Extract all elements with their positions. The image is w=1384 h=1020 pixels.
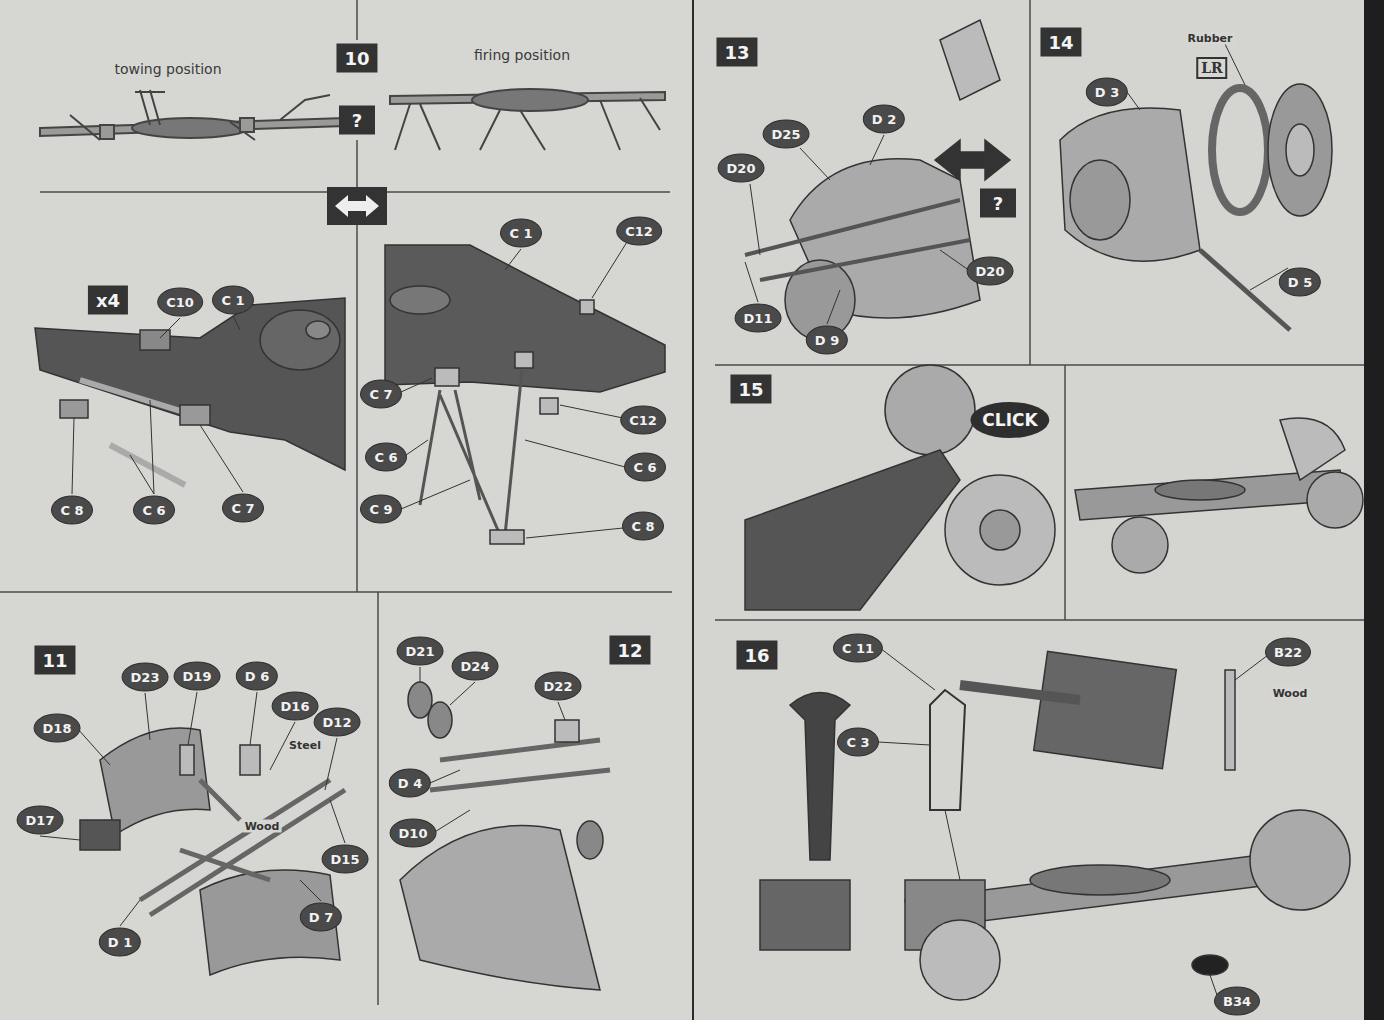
background-strip — [1364, 0, 1384, 1020]
part-callout: D11 — [735, 304, 782, 333]
step-number: 16 — [736, 641, 777, 670]
step-number: ? — [980, 189, 1016, 218]
part-callout: B34 — [1214, 987, 1260, 1016]
part-callout: D19 — [174, 662, 221, 691]
part-callout: D12 — [314, 708, 361, 737]
leader-lines — [878, 648, 1268, 995]
part-callout: D22 — [535, 672, 582, 701]
part-callout: C12 — [616, 217, 662, 246]
left-sheet — [0, 0, 692, 1020]
part-callout: D10 — [390, 819, 437, 848]
part-callout: D 5 — [1279, 268, 1321, 297]
part-callout: C 8 — [51, 496, 93, 525]
part-callout: C 11 — [833, 634, 883, 663]
part-callout: D 3 — [1086, 78, 1128, 107]
part-callout: C 1 — [500, 219, 542, 248]
trail-arm — [35, 298, 345, 485]
vehicle-wheels — [1060, 84, 1332, 330]
part-callout: D20 — [967, 257, 1014, 286]
swap-icon — [327, 187, 387, 225]
part-callout: D15 — [322, 845, 369, 874]
part-callout: D21 — [397, 637, 444, 666]
step-number: 10 — [336, 44, 377, 73]
leader-lines — [745, 135, 970, 324]
part-callout: B22 — [1265, 638, 1311, 667]
material-note: Wood — [1271, 687, 1310, 700]
part-callout: C 7 — [222, 494, 264, 523]
part-callout: C10 — [157, 288, 203, 317]
click-assembly — [745, 365, 1055, 610]
part-callout: D24 — [452, 652, 499, 681]
assembled-vehicle — [1075, 418, 1363, 573]
step-number: x4 — [88, 286, 128, 315]
material-note: Wood — [243, 820, 282, 833]
step-number: 14 — [1040, 28, 1081, 57]
leader-lines — [401, 242, 627, 538]
caption-text: firing position — [472, 47, 572, 63]
right-sheet — [694, 0, 1364, 1020]
click-bubble: CLICK — [970, 402, 1049, 438]
part-callout: C 7 — [360, 380, 402, 409]
part-callout: C12 — [620, 406, 666, 435]
part-callout: D20 — [718, 154, 765, 183]
vehicle-body — [745, 20, 1010, 340]
part-callout: C 6 — [133, 496, 175, 525]
panel-lines — [0, 0, 1364, 1005]
step-number: 15 — [730, 375, 771, 404]
step-number: 13 — [716, 38, 757, 67]
part-callout: C 8 — [622, 512, 664, 541]
material-note: Steel — [287, 739, 323, 752]
part-callout: D25 — [763, 120, 810, 149]
part-callout: D 6 — [236, 662, 278, 691]
swap-arrow — [335, 195, 379, 217]
leader-lines — [1127, 44, 1288, 290]
gun-assembly — [760, 651, 1350, 1000]
part-callout: D17 — [17, 806, 64, 835]
part-callout: C 1 — [212, 286, 254, 315]
step-number: ? — [339, 106, 375, 135]
part-callout: D 7 — [300, 903, 342, 932]
firing-figure — [390, 89, 665, 150]
part-callout: D 4 — [389, 769, 431, 798]
trail-topview — [385, 245, 665, 544]
material-note: Rubber — [1186, 32, 1235, 45]
part-callout: C 3 — [837, 728, 879, 757]
step-number: 12 — [609, 636, 650, 665]
part-callout: D16 — [272, 692, 319, 721]
chassis-parts — [80, 728, 345, 975]
leader-lines — [40, 692, 345, 926]
part-callout: C 9 — [360, 495, 402, 524]
part-callout: D 1 — [99, 928, 141, 957]
caption-text: towing position — [112, 61, 223, 77]
step-number: 11 — [34, 646, 75, 675]
part-callout: C 6 — [624, 453, 666, 482]
part-callout: D18 — [34, 714, 81, 743]
side-marker: LR — [1196, 57, 1227, 79]
part-callout: D23 — [122, 663, 169, 692]
leader-lines — [72, 316, 243, 494]
part-callout: C 6 — [365, 443, 407, 472]
part-callout: D 9 — [806, 326, 848, 355]
towing-figure — [40, 90, 345, 140]
part-callout: D 2 — [863, 105, 905, 134]
